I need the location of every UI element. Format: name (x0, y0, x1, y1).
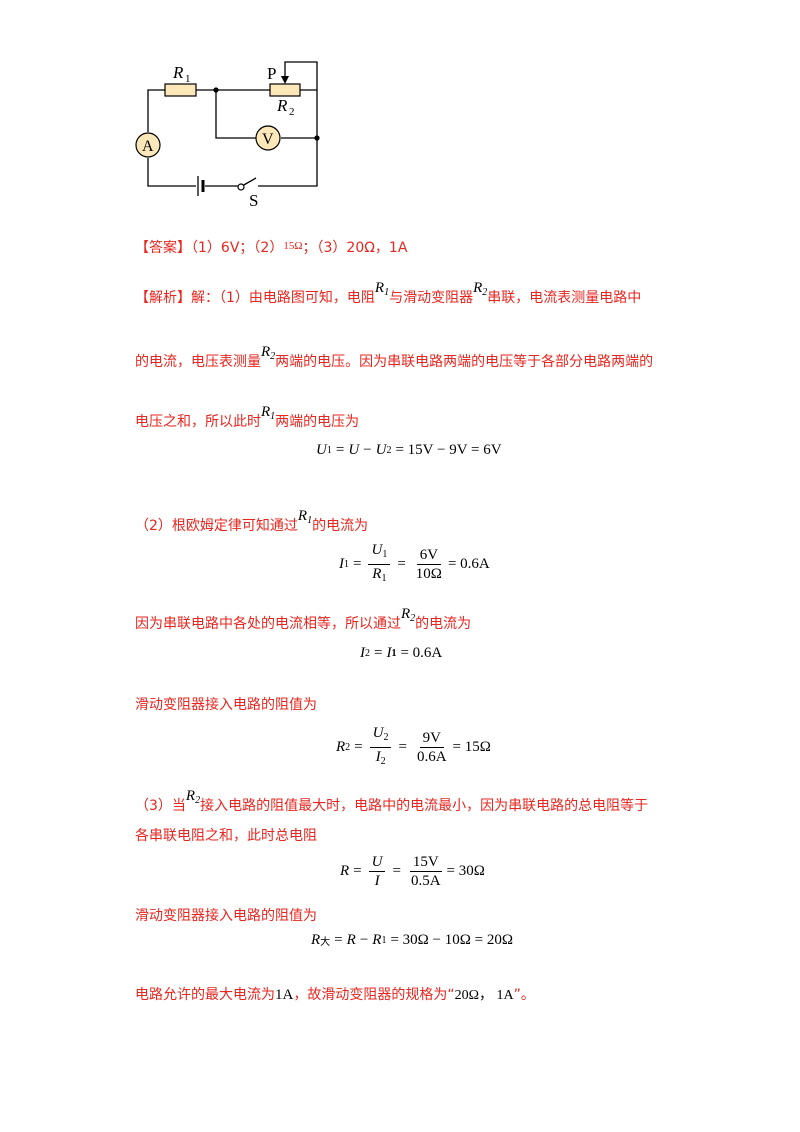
analysis-text: ”。 (513, 987, 535, 1003)
analysis-text: 接入电路的阻值最大时，电路中的电流最小，因为串联电路的总电阻等于 (200, 798, 649, 814)
switch-icon (237, 183, 245, 191)
symbol-r2: R2 (473, 280, 488, 298)
frac-den: R (372, 566, 382, 582)
analysis-line-4: （2）根欧姆定律可知通过R1的电流为 (135, 506, 368, 536)
analysis-text: （3）当 (135, 798, 186, 814)
analysis-text: ，故滑动变阻器的规格为“ (293, 987, 455, 1003)
equation-i1-result: = 0.6A (447, 556, 490, 572)
answer-part3: （3）20Ω，1A (316, 240, 408, 256)
answer-line: 【答案】（1）6V；（2）15Ω；（3）20Ω，1A (135, 236, 407, 258)
analysis-line-10: 电路允许的最大电流为1A，故滑动变阻器的规格为“20Ω， 1A”。 (135, 985, 535, 1006)
answer-part1: （1）6V； (191, 240, 254, 256)
frac-num: U (371, 542, 383, 558)
symbol-r2: R2 (401, 606, 416, 624)
label-r2: R (276, 96, 288, 115)
circuit-diagram: R 1 P R 2 A V S (135, 61, 320, 210)
analysis-text: 滑动变阻器接入电路的阻值为 (135, 908, 317, 924)
analysis-line-1: 【解析】解：（1）由电路图可知，电阻R1与滑动变阻器R2串联，电流表测量电路中 (135, 278, 641, 308)
analysis-text: 与滑动变阻器 (389, 290, 474, 306)
analysis-text: 串联，电流表测量电路中 (487, 290, 642, 306)
analysis-line-9: 滑动变阻器接入电路的阻值为 (135, 906, 317, 926)
analysis-text: 解：（1）由电路图可知，电阻 (191, 290, 375, 306)
resistor-r2 (269, 83, 301, 97)
label-ammeter: A (142, 138, 154, 155)
answer-part2-suffix: ； (302, 240, 317, 256)
junction-dot (213, 87, 219, 93)
frac-num: 15V (409, 853, 442, 872)
analysis-text: 滑动变阻器接入电路的阻值为 (135, 697, 317, 713)
rheostat-spec: 20Ω， 1A (454, 988, 514, 1003)
symbol-r2: R2 (185, 788, 201, 806)
ammeter-icon (135, 132, 161, 158)
analysis-text: 电路允许的最大电流为 (135, 987, 275, 1003)
analysis-line-8: 各串联电阻之和，此时总电阻 (135, 826, 317, 846)
analysis-text: 因为串联电路中各处的电流相等，所以通过 (135, 616, 401, 632)
analysis-text: （2）根欧姆定律可知通过 (135, 518, 298, 534)
answer-part2-prefix: （2） (253, 240, 284, 256)
slider-arrow-icon (281, 76, 289, 84)
analysis-tag: 【解析】 (135, 290, 191, 306)
equation-r-max-result: = 30Ω − 10Ω = 20Ω (390, 932, 514, 948)
subscript-max: 大 (320, 937, 331, 948)
analysis-text: 各串联电阻之和，此时总电阻 (135, 828, 317, 844)
voltmeter-icon (255, 125, 281, 151)
analysis-text: 两端的电压为 (275, 414, 360, 430)
symbol-r1: R1 (374, 280, 390, 298)
equation-i2-result: = 0.6A (400, 645, 443, 661)
analysis-text: 的电流，电压表测量 (135, 354, 261, 370)
answer-tag: 【答案】 (135, 240, 191, 256)
equation-r-total-result: = 30Ω (446, 863, 485, 879)
analysis-line-3: 电压之和，所以此时R1两端的电压为 (135, 402, 359, 432)
label-r2-sub: 2 (289, 106, 295, 118)
symbol-r1: R1 (297, 508, 313, 526)
analysis-text: 电压之和，所以此时 (135, 414, 261, 430)
label-r1-sub: 1 (185, 73, 191, 85)
frac-den: 10Ω (415, 566, 442, 582)
frac-num: 9V (419, 729, 444, 748)
max-current-value: 1A (275, 987, 294, 1003)
frac-den: 0.5A (410, 873, 441, 889)
equation-r2-result: = 15Ω (452, 739, 491, 755)
answer-part2-value: 15Ω (283, 240, 303, 252)
analysis-text: 两端的电压。因为串联电路两端的电压等于各部分电路两端的 (275, 354, 654, 370)
symbol-r2: R2 (261, 344, 276, 362)
analysis-line-7: （3）当R2接入电路的阻值最大时，电路中的电流最小，因为串联电路的总电阻等于 (135, 786, 648, 816)
label-voltmeter: V (262, 131, 274, 148)
analysis-line-2: 的电流，电压表测量R2两端的电压。因为串联电路两端的电压等于各部分电路两端的 (135, 342, 653, 372)
frac-num: 6V (416, 546, 442, 565)
label-switch: S (249, 191, 258, 210)
analysis-text: 的电流为 (312, 518, 369, 534)
frac-den: 0.6A (416, 749, 447, 765)
resistor-r1 (164, 83, 197, 97)
analysis-line-6: 滑动变阻器接入电路的阻值为 (135, 695, 317, 715)
analysis-line-5: 因为串联电路中各处的电流相等，所以通过R2的电流为 (135, 604, 471, 634)
equation-u1-result: = 15V − 9V = 6V (395, 442, 502, 458)
junction-dot (314, 135, 320, 141)
label-p: P (267, 64, 276, 83)
analysis-text: 的电流为 (415, 616, 472, 632)
label-r1: R (172, 63, 184, 82)
symbol-r1: R1 (261, 404, 276, 422)
